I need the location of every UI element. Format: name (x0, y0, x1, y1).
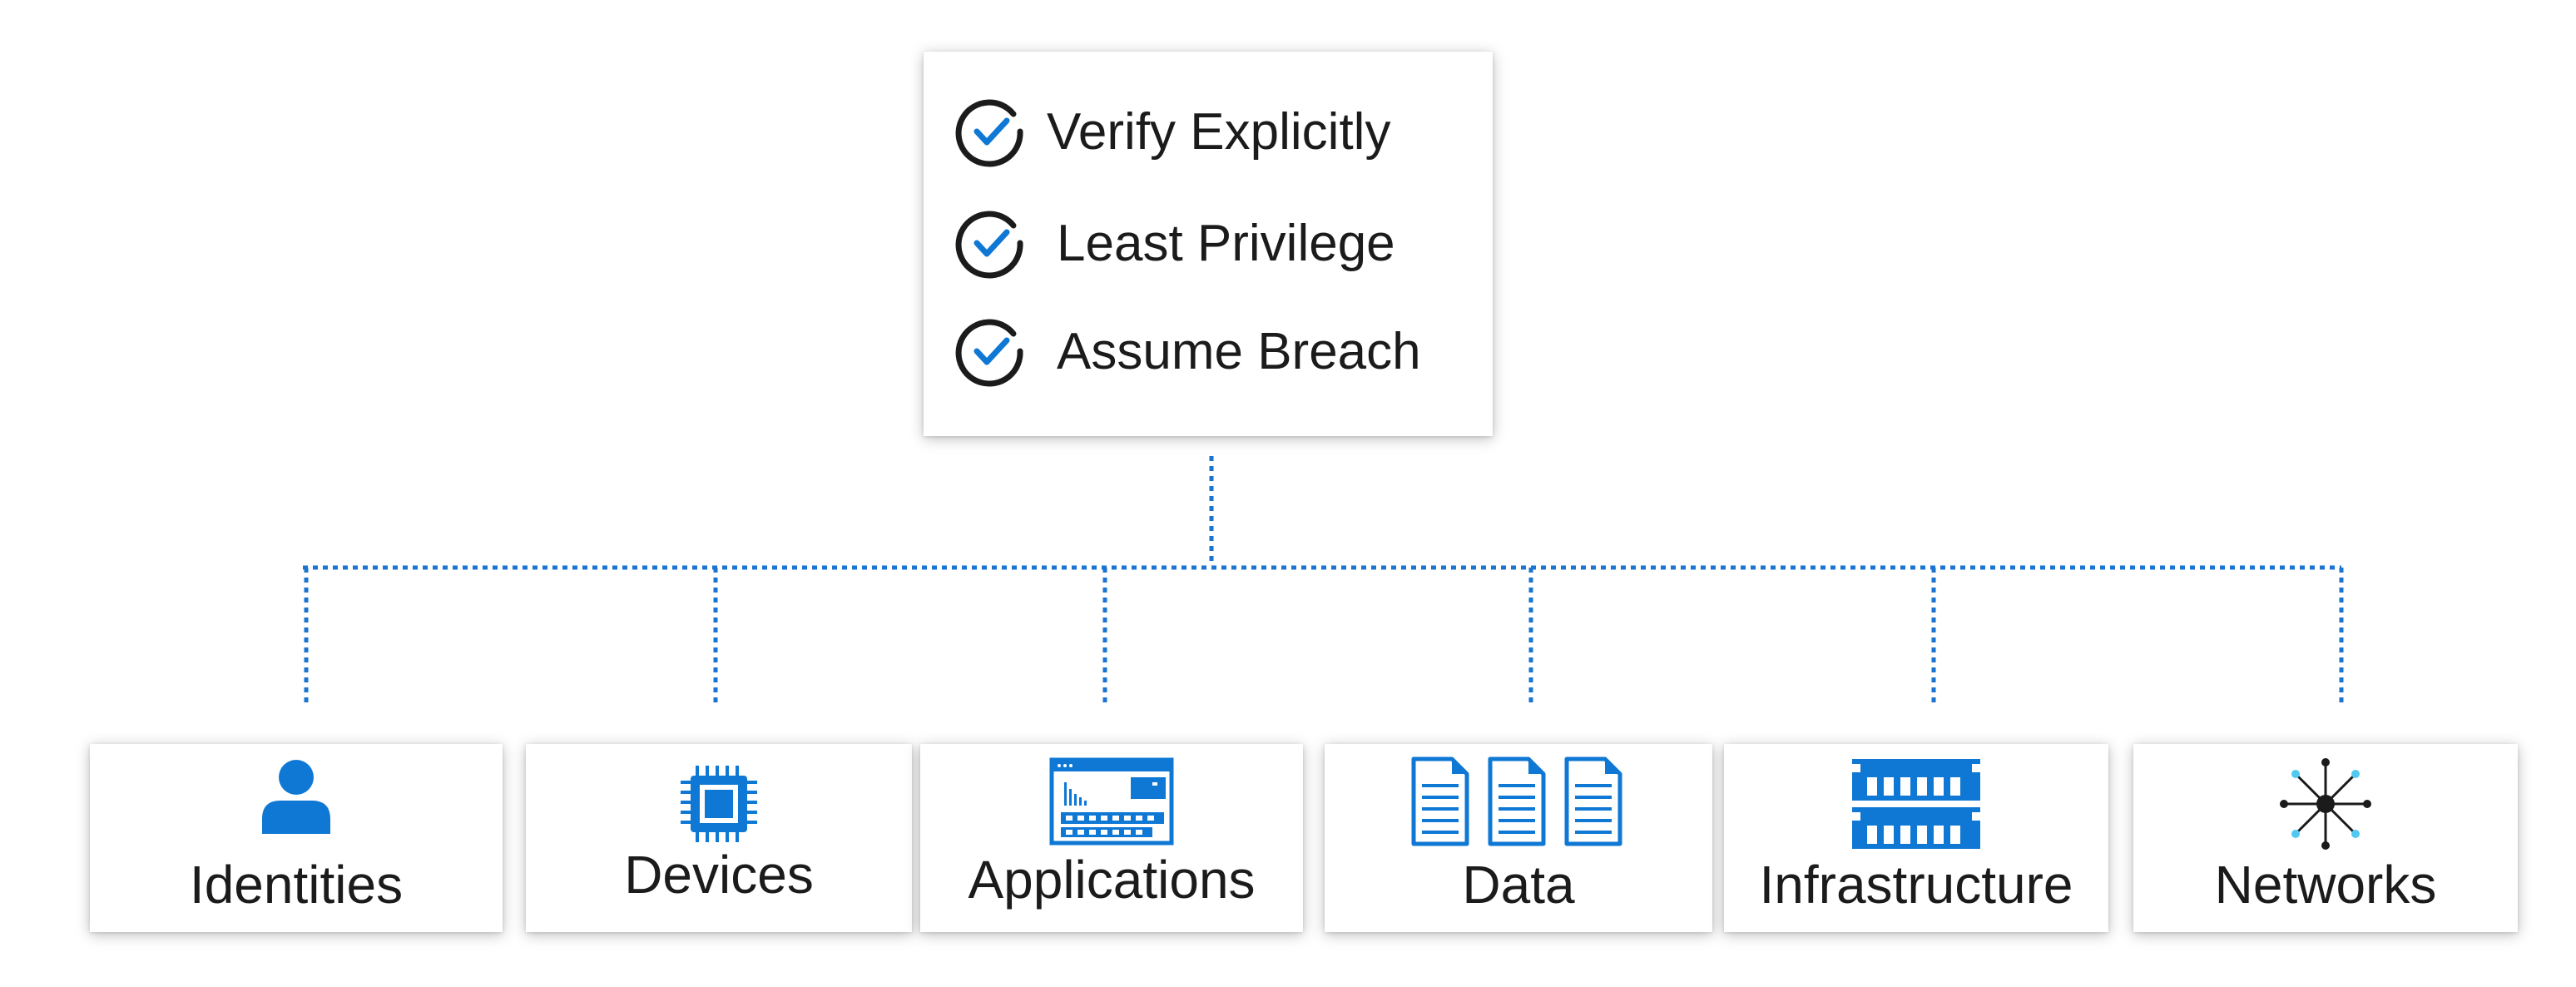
pillar-data: Data (1325, 744, 1712, 932)
documents-icon (1411, 756, 1622, 846)
pillar-label: Infrastructure (1759, 855, 2073, 915)
network-hub-icon (2280, 758, 2371, 850)
pillar-applications: Applications (920, 744, 1303, 932)
pillar-label: Devices (624, 845, 814, 905)
pillar-label: Networks (2214, 855, 2437, 915)
pillar-label: Data (1462, 855, 1575, 915)
datacenter-icon (1852, 759, 1980, 849)
check-circle-icon (955, 99, 1023, 167)
pillar-identities: Identities (90, 744, 503, 932)
principle-verify-explicitly: Verify Explicitly (952, 90, 1390, 173)
principle-label: Assume Breach (1057, 322, 1421, 380)
principles-card: Verify Explicitly Least Privilege Assume… (924, 52, 1493, 436)
pillar-devices: Devices (526, 744, 912, 932)
principle-label: Verify Explicitly (1047, 102, 1391, 161)
principle-label: Least Privilege (1057, 214, 1395, 272)
pillar-infrastructure: Infrastructure (1724, 744, 2108, 932)
app-window-icon (1049, 757, 1174, 846)
pillar-label: Applications (968, 850, 1256, 910)
pillar-networks: Networks (2133, 744, 2518, 932)
principle-assume-breach: Assume Breach (952, 310, 1421, 393)
principle-least-privilege: Least Privilege (952, 201, 1395, 285)
chip-icon (681, 766, 757, 842)
check-circle-icon (955, 211, 1023, 279)
check-circle-icon (955, 319, 1023, 387)
pillar-label: Identities (189, 855, 404, 915)
person-icon (262, 760, 330, 834)
